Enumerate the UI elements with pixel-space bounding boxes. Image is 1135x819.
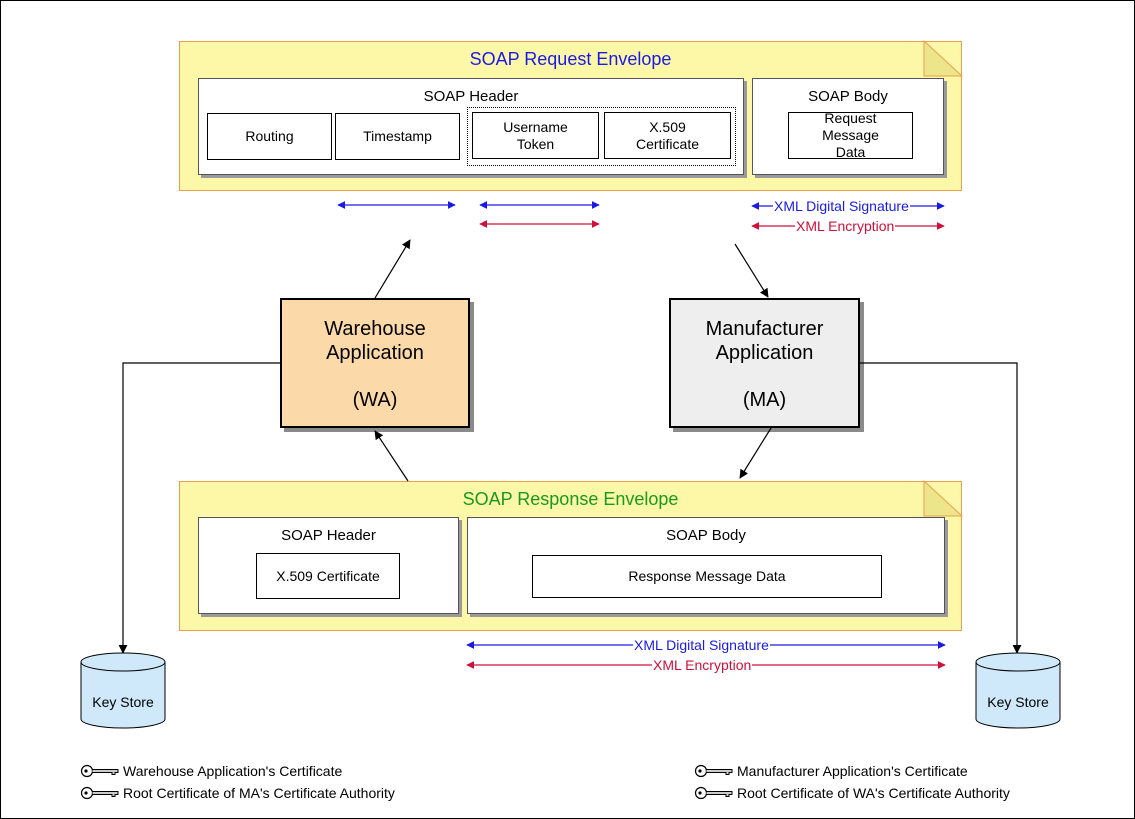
username-token-cell: Username Token — [472, 112, 599, 159]
response-body-title: SOAP Body — [666, 527, 746, 544]
legend-right-item-2: Root Certificate of WA's Certificate Aut… — [694, 785, 1010, 801]
key-icon — [694, 786, 733, 800]
response-envelope-fold — [923, 479, 964, 517]
legend-label: Root Certificate of MA's Certificate Aut… — [123, 785, 395, 801]
response-message-data-cell: Response Message Data — [532, 555, 882, 598]
response-to-wa-arrow — [374, 430, 409, 482]
left-key-store-icon — [80, 652, 166, 729]
legend-label: Manufacturer Application's Certificate — [737, 763, 968, 779]
response-encryption-label: XML Encryption — [652, 657, 753, 673]
request-envelope-fold — [923, 39, 964, 77]
routing-cell: Routing — [207, 113, 332, 160]
request-signature-label: XML Digital Signature — [773, 198, 910, 214]
legend-label: Warehouse Application's Certificate — [123, 763, 343, 779]
wa-keystore-connector — [118, 362, 280, 654]
right-key-store-icon — [975, 652, 1061, 729]
ma-to-response-arrow — [739, 427, 772, 479]
left-key-store-label: Key Store — [92, 694, 154, 710]
response-header-title: SOAP Header — [281, 527, 376, 544]
timestamp-cell: Timestamp — [335, 113, 460, 160]
warehouse-application-name: Warehouse Application — [324, 318, 426, 364]
ma-keystore-connector — [860, 362, 1022, 654]
request-header-title: SOAP Header — [423, 88, 519, 105]
manufacturer-application-abbr: (MA) — [742, 389, 787, 411]
x509-certificate-cell: X.509 Certificate — [604, 112, 731, 159]
legend-left-item-1: Warehouse Application's Certificate — [80, 763, 342, 779]
request-envelope-title: SOAP Request Envelope — [469, 49, 672, 69]
security-token-group — [467, 107, 736, 166]
request-encryption-label: XML Encryption — [795, 218, 896, 234]
legend-right-item-1: Manufacturer Application's Certificate — [694, 763, 968, 779]
warehouse-application-abbr: (WA) — [352, 389, 398, 411]
request-to-ma-arrow — [734, 243, 769, 298]
response-x509-certificate-cell: X.509 Certificate — [256, 553, 400, 599]
wa-to-request-arrow — [374, 239, 411, 299]
manufacturer-application-name: Manufacturer Application — [705, 318, 824, 364]
legend-label: Root Certificate of WA's Certificate Aut… — [737, 785, 1010, 801]
request-message-data-cell: Request Message Data — [788, 110, 913, 160]
response-envelope-title: SOAP Response Envelope — [462, 489, 679, 509]
key-icon — [694, 764, 733, 778]
key-icon — [80, 786, 119, 800]
manufacturer-application-box: Manufacturer Application (MA) — [669, 298, 860, 428]
right-key-store-label: Key Store — [987, 694, 1049, 710]
warehouse-application-box: Warehouse Application (WA) — [280, 298, 470, 428]
key-icon — [80, 764, 119, 778]
request-body-title: SOAP Body — [808, 88, 888, 105]
legend-left-item-2: Root Certificate of MA's Certificate Aut… — [80, 785, 395, 801]
response-signature-label: XML Digital Signature — [633, 637, 770, 653]
